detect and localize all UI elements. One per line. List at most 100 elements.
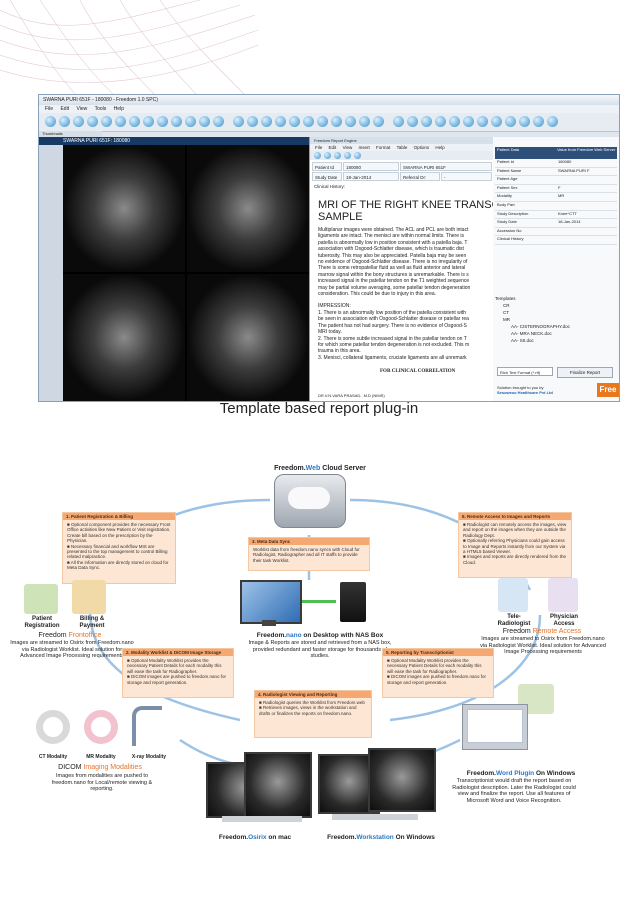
templates-label[interactable]: Templates xyxy=(495,296,516,301)
lock-icon[interactable] xyxy=(317,116,328,127)
first-frame-icon[interactable] xyxy=(407,116,418,127)
report-line: be seen in association with Osgood-Schla… xyxy=(318,316,469,323)
menu-tools[interactable]: Tools xyxy=(94,106,107,112)
report-line: 3. Menisci, collateral ligaments, crucia… xyxy=(318,354,467,361)
brand-osirix: Osirix xyxy=(248,834,267,841)
menu-help[interactable]: Help xyxy=(113,106,124,112)
step-item: ■ Optional Modality Worklist provides th… xyxy=(387,658,482,674)
menu-file[interactable]: File xyxy=(45,106,54,112)
next-frame-icon[interactable] xyxy=(449,116,460,127)
flip-icon[interactable] xyxy=(185,116,196,127)
open-doc-icon[interactable] xyxy=(324,152,331,159)
tree-item-ct[interactable]: CT xyxy=(503,310,509,315)
patient-id-field[interactable]: 180080 xyxy=(343,162,399,171)
report-menu-help[interactable]: Help xyxy=(435,145,445,150)
mri-viewport-grid[interactable] xyxy=(63,145,309,401)
bold-icon[interactable] xyxy=(344,152,351,159)
step-patient-registration: 1. Patient Registration & Billing ■ Opti… xyxy=(62,512,176,584)
osirix-title: Freedom.Osirix on mac xyxy=(200,834,310,841)
measure-icon[interactable] xyxy=(247,116,258,127)
report-line: increased signal in the patellar tendon … xyxy=(318,278,470,285)
report-menu-edit[interactable]: Edit xyxy=(328,145,337,150)
export-icon[interactable] xyxy=(477,116,488,127)
report-body[interactable]: Multiplanar images were obtained. The AC… xyxy=(318,227,494,361)
mpr-icon[interactable] xyxy=(359,116,370,127)
report-menu-insert[interactable]: Insert xyxy=(358,145,370,150)
cine-icon[interactable] xyxy=(393,116,404,127)
roi-icon[interactable] xyxy=(275,116,286,127)
brand-remote-access: Remote Access xyxy=(532,628,582,635)
link-icon[interactable] xyxy=(345,116,356,127)
patient-name-field[interactable]: SWARNA PURI 651F xyxy=(400,162,492,171)
report-menu-table[interactable]: Table xyxy=(396,145,408,150)
folder-icon[interactable] xyxy=(45,116,56,127)
window-level-icon[interactable] xyxy=(129,116,140,127)
nano-title: Freedom.nano on Desktop with NAS Box xyxy=(230,632,410,639)
cloud-server-label: Cloud Server xyxy=(320,465,366,472)
step-item: ■ Radiologist queries the Worklist from … xyxy=(259,700,365,705)
print-icon[interactable] xyxy=(73,116,84,127)
search-icon[interactable] xyxy=(233,116,244,127)
step-item: ■ Radiologist can remotely access the im… xyxy=(463,522,567,538)
finalize-report-button[interactable]: Finalize Report xyxy=(557,367,613,378)
brand-prefix: Freedom xyxy=(502,628,531,635)
zoom-icon[interactable] xyxy=(143,116,154,127)
tree-item-doc[interactable]: AA- SII.doc xyxy=(511,338,534,343)
new-doc-icon[interactable] xyxy=(314,152,321,159)
text-icon[interactable] xyxy=(289,116,300,127)
series-icon[interactable] xyxy=(115,116,126,127)
tree-item-doc[interactable]: AA- MRA NECK.doc xyxy=(511,331,552,336)
report-menu-file[interactable]: File xyxy=(315,145,323,150)
last-frame-icon[interactable] xyxy=(463,116,474,127)
nas-box-icon xyxy=(340,582,366,622)
angle-icon[interactable] xyxy=(261,116,272,127)
patient-data-header: Patient Data Value from Freedom Web Serv… xyxy=(495,147,617,159)
tree-item-cr[interactable]: CR xyxy=(503,303,510,308)
rotate-icon[interactable] xyxy=(171,116,182,127)
format-select[interactable]: Rich Text Format (*.rtf) xyxy=(497,367,553,376)
step-heading: 4. Radiologist Viewing and Reporting xyxy=(255,691,371,698)
patient-tab[interactable]: SWARNA PURI 651F: 180080 xyxy=(39,137,309,145)
pan-icon[interactable] xyxy=(157,116,168,127)
send-icon[interactable] xyxy=(505,116,516,127)
arrow-icon[interactable] xyxy=(303,116,314,127)
layout-icon[interactable] xyxy=(87,116,98,127)
monitor-stand xyxy=(262,620,276,626)
report-menu-view[interactable]: View xyxy=(342,145,353,150)
tree-item-mr[interactable]: MR xyxy=(503,317,510,322)
prev-frame-icon[interactable] xyxy=(421,116,432,127)
step-item: Worklist data from freedom.nano syncs wi… xyxy=(253,547,360,563)
referral-field[interactable]: - xyxy=(441,172,492,181)
info-icon[interactable] xyxy=(519,116,530,127)
physician-access-label: Physician Access xyxy=(549,614,578,628)
save-icon[interactable] xyxy=(59,116,70,127)
mri-image-coronal-3[interactable] xyxy=(187,274,309,401)
italic-icon[interactable] xyxy=(354,152,361,159)
grid-icon[interactable] xyxy=(101,116,112,127)
step-modality-worklist: 2. Modality Worklist & DICOM Image Stora… xyxy=(122,648,234,698)
mri-image-coronal[interactable] xyxy=(63,145,185,272)
menu-view[interactable]: View xyxy=(76,106,88,112)
thumbnails-tab[interactable]: Thumbnails xyxy=(39,131,102,137)
report-icon[interactable] xyxy=(491,116,502,127)
mri-image-coronal-2[interactable] xyxy=(63,274,185,401)
settings-icon[interactable] xyxy=(213,116,224,127)
3d-icon[interactable] xyxy=(373,116,384,127)
brand-workstation: Workstation xyxy=(356,834,394,841)
play-icon[interactable] xyxy=(435,116,446,127)
invert-icon[interactable] xyxy=(199,116,210,127)
save-doc-icon[interactable] xyxy=(334,152,341,159)
workstation-monitor-right xyxy=(368,748,436,812)
tree-item-doc[interactable]: AA- CISTERNOGRAPHY.doc xyxy=(511,324,570,329)
mri-image-sagittal[interactable] xyxy=(187,145,309,272)
help-icon[interactable] xyxy=(547,116,558,127)
burn-icon[interactable] xyxy=(533,116,544,127)
report-menu-options[interactable]: Options xyxy=(413,145,430,150)
menu-edit[interactable]: Edit xyxy=(60,106,70,112)
imaging-modalities-label: Imaging Modalities xyxy=(83,764,142,771)
reset-icon[interactable] xyxy=(331,116,342,127)
study-date-field[interactable]: 18-Jan-2014 xyxy=(343,172,399,181)
report-menu-format[interactable]: Format xyxy=(376,145,391,150)
